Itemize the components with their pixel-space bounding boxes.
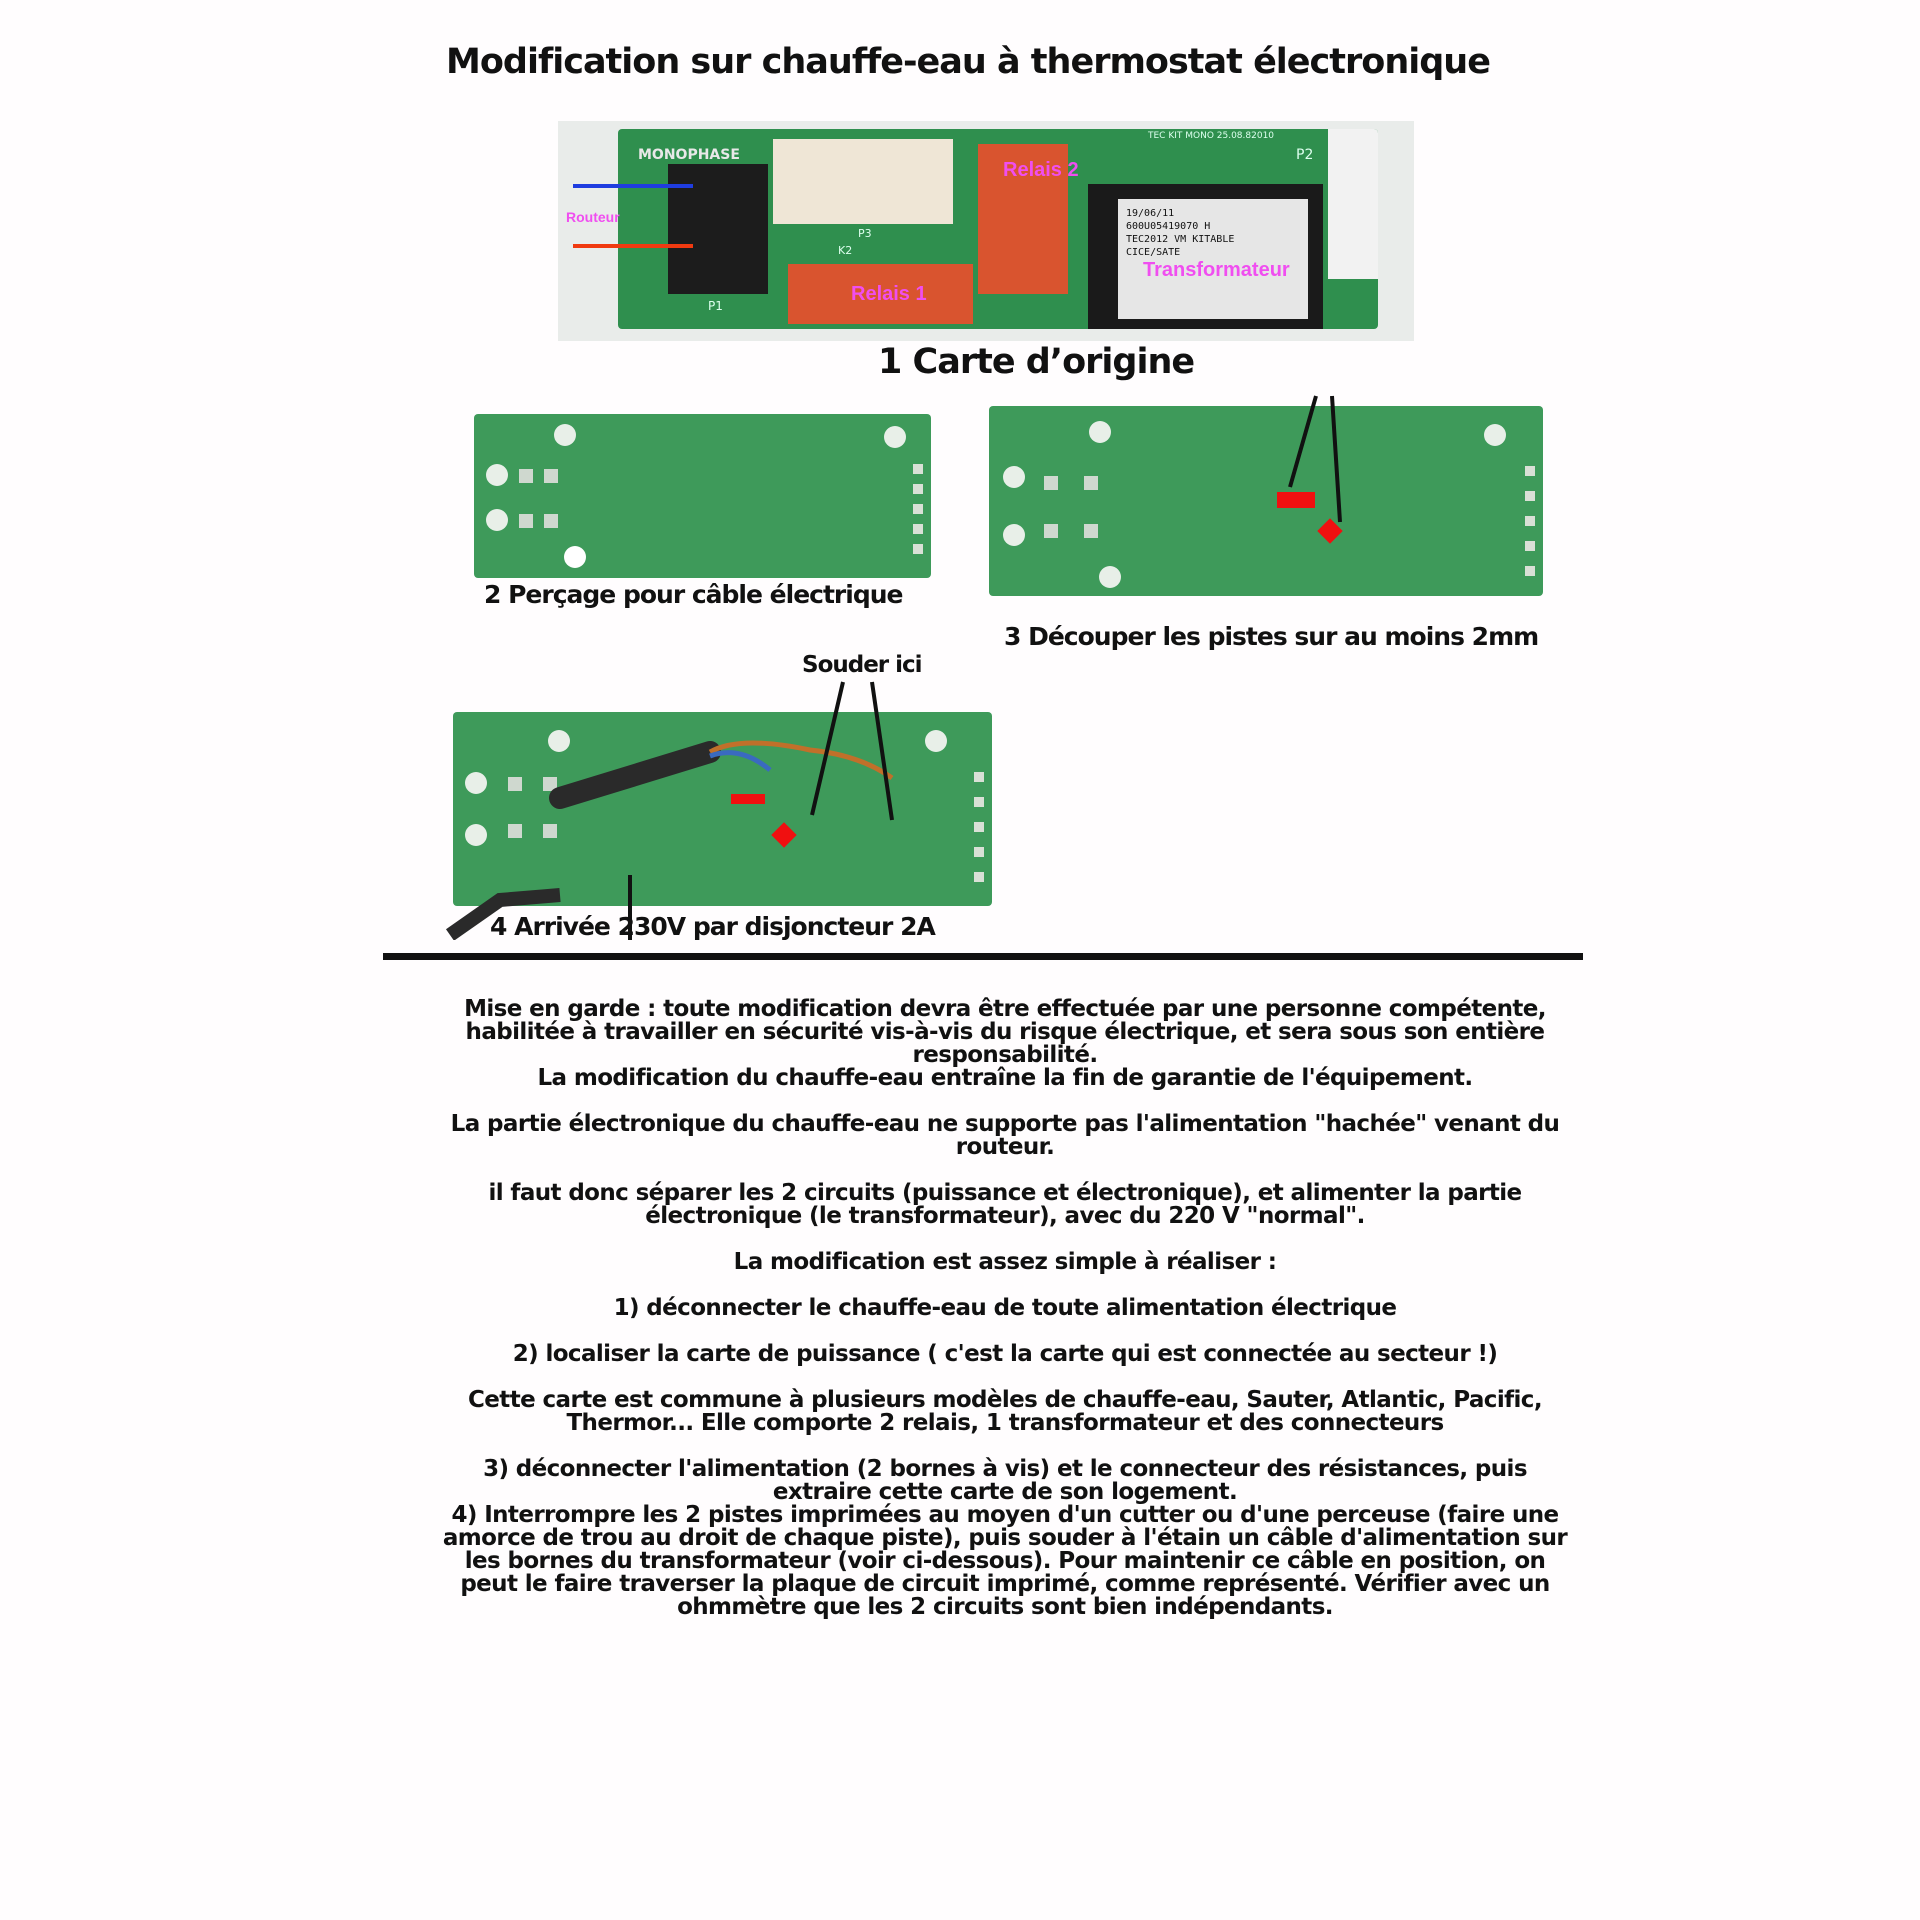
power-cable [445,681,894,940]
label-k2: K2 [838,244,853,257]
transformer-sticker: 19/06/11 600U05419070 H TEC2012 VM KITAB… [1118,199,1308,319]
step-2: 2) localiser la carte de puissance ( c'e… [512,1341,1498,1367]
caption-figure-1: 1 Carte d’origine [878,342,1195,382]
step-3: 3) déconnecter l'alimentation (2 bornes … [483,1456,1527,1505]
relay-1 [788,264,973,324]
page-title: Modification sur chauffe-eau à thermosta… [446,42,1491,82]
pcb-photo: 19/06/11 600U05419070 H TEC2012 VM KITAB… [618,129,1378,329]
figure-drilling-board [474,414,931,578]
label-p2: P2 [1296,147,1314,163]
paragraph: Cette carte est commune à plusieurs modè… [468,1387,1543,1436]
arrows-cut [1288,395,1342,523]
board-ref: TEC KIT MONO 25.08.82010 [1148,131,1275,141]
label-monophase: MONOPHASE [638,147,740,163]
warning-paragraph: Mise en garde : toute modification devra… [464,996,1546,1068]
figure-cut-tracks-board [989,406,1543,596]
step-4: 4) Interrompre les 2 pistes imprimées au… [442,1502,1568,1620]
connector-p3 [773,139,953,224]
step-1: 1) déconnecter le chauffe-eau de toute a… [613,1295,1397,1321]
label-routeur: Routeur [566,209,620,225]
transformer: 19/06/11 600U05419070 H TEC2012 VM KITAB… [1088,184,1323,329]
sticker-line: 19/06/11 [1126,208,1175,219]
figure-original-board: 19/06/11 600U05419070 H TEC2012 VM KITAB… [558,121,1414,341]
annotation-souder-ici: Souder ici [802,652,923,678]
label-p3: P3 [858,227,872,240]
paragraph: La partie électronique du chauffe-eau ne… [450,1111,1560,1160]
relay-2 [978,144,1068,294]
cut-mark [1277,492,1315,508]
instructions-text: Mise en garde : toute modification devra… [440,998,1570,1642]
label-p1: P1 [708,299,723,313]
wire-blue [573,184,693,188]
caption-figure-3: 3 Découper les pistes sur au moins 2mm [1004,622,1539,651]
label-transformateur: Transformateur [1143,259,1290,281]
drill-hole [564,546,586,568]
divider [383,953,1583,960]
wire-red [573,244,693,248]
label-relais-1: Relais 1 [851,283,927,305]
sticker-line: TEC2012 VM KITABLE [1126,234,1235,245]
sticker-line: 600U05419070 H [1126,221,1211,232]
warranty-paragraph: La modification du chauffe-eau entraîne … [537,1065,1473,1091]
caption-figure-2: 2 Perçage pour câble électrique [484,580,903,609]
sticker-line: CICE/SATE [1126,247,1181,258]
label-relais-2: Relais 2 [1003,159,1079,181]
paragraph: il faut donc séparer les 2 circuits (pui… [488,1180,1522,1229]
caption-figure-4: 4 Arrivée 230V par disjoncteur 2A [490,912,936,941]
paragraph: La modification est assez simple à réali… [733,1249,1277,1275]
connector-p2 [1328,129,1378,279]
